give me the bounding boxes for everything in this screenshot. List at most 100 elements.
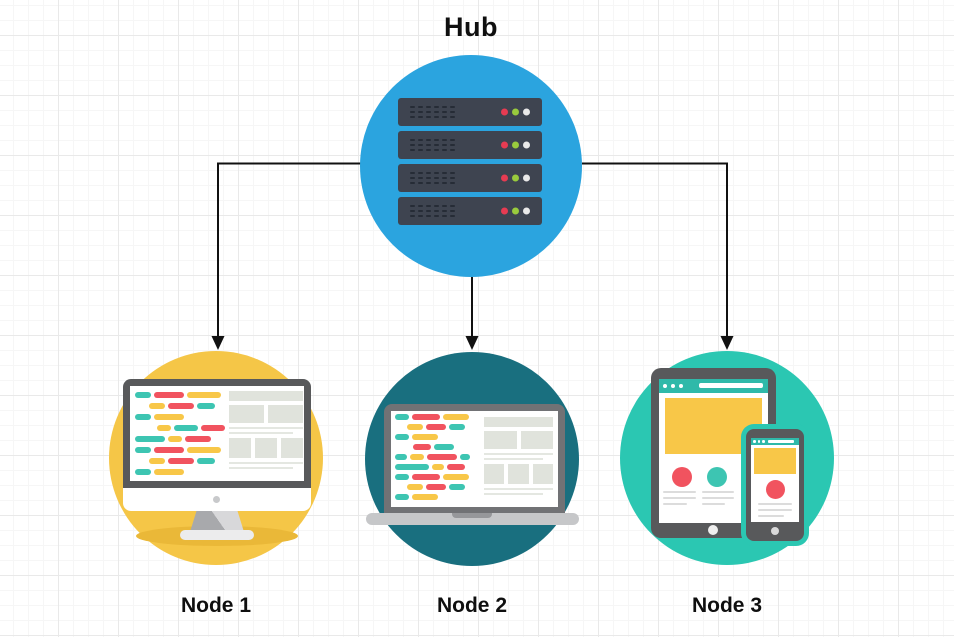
led-dot	[523, 207, 530, 215]
vent-dash	[426, 172, 431, 174]
wireframe-line	[484, 488, 553, 490]
code-segment	[432, 464, 444, 470]
code-line	[135, 425, 227, 431]
vent-dash	[434, 106, 439, 108]
wireframe-line	[484, 458, 544, 460]
wireframe-line	[229, 462, 303, 464]
wireframe-block	[229, 405, 264, 423]
vent-dash	[434, 182, 439, 184]
vent-dash	[434, 139, 439, 141]
led-lights	[501, 108, 530, 116]
vent-dash	[418, 149, 423, 151]
vent-dash	[434, 111, 439, 113]
code-segment	[149, 458, 165, 464]
vent-dash	[434, 215, 439, 217]
vent-dash	[426, 106, 431, 108]
code-line	[395, 474, 475, 480]
code-segment	[149, 403, 165, 409]
vent-dash	[442, 111, 447, 113]
tablet-text-line	[663, 497, 696, 499]
connector-hub-node2[interactable]	[465, 277, 479, 350]
code-segment	[443, 414, 469, 420]
vent-dash	[450, 139, 455, 141]
connector-hub-node1[interactable]	[211, 162, 362, 351]
vent-dash	[442, 182, 447, 184]
phone-text-line	[758, 515, 784, 517]
code-segment	[197, 458, 215, 464]
code-segment	[427, 454, 457, 460]
vent-dash	[426, 139, 431, 141]
code-segment	[135, 447, 151, 453]
tablet-avatar-red	[672, 467, 692, 487]
code-line	[135, 436, 227, 442]
led-lights	[501, 141, 530, 149]
code-segment	[135, 392, 151, 398]
code-line	[135, 392, 227, 398]
vent-dash	[410, 172, 415, 174]
laptop-base-notch	[452, 513, 492, 518]
vent-dash	[434, 177, 439, 179]
vent-dash	[450, 111, 455, 113]
code-line	[135, 469, 227, 475]
wireframe-block	[532, 464, 553, 484]
tablet-text-line	[702, 491, 734, 493]
vent-dash	[410, 215, 415, 217]
led-lights	[501, 207, 530, 215]
vent-dash	[450, 116, 455, 118]
code-line	[395, 464, 475, 470]
vent-dash	[418, 182, 423, 184]
code-line	[135, 414, 227, 420]
vent-dash	[418, 172, 423, 174]
code-line	[395, 484, 475, 490]
vent-dash	[450, 177, 455, 179]
phone-avatar-red	[766, 480, 785, 499]
code-segment	[157, 425, 171, 431]
led-dot	[512, 141, 519, 149]
monitor-base	[180, 530, 254, 540]
vent-dash	[426, 182, 431, 184]
node2-label: Node 2	[436, 594, 507, 617]
code-segment	[135, 469, 151, 475]
vent-dash	[426, 215, 431, 217]
code-segment	[395, 414, 409, 420]
led-dot	[501, 108, 508, 116]
code-segment	[154, 414, 184, 420]
vent-dash	[426, 210, 431, 212]
server-unit	[398, 131, 542, 159]
vent-dashes	[410, 106, 455, 118]
code-line	[395, 434, 475, 440]
code-segment	[135, 436, 165, 442]
wireframe-block	[268, 405, 303, 423]
code-segment	[413, 444, 431, 450]
code-segment	[395, 464, 429, 470]
vent-dash	[418, 111, 423, 113]
vent-dash	[434, 172, 439, 174]
vent-dash	[410, 111, 415, 113]
node1-label: Node 1	[180, 594, 251, 617]
vent-dash	[450, 149, 455, 151]
monitor-chin-dot	[213, 496, 220, 503]
led-dot	[501, 141, 508, 149]
tablet-header-dots	[663, 384, 683, 388]
code-segment	[460, 454, 470, 460]
vent-dash	[450, 172, 455, 174]
vent-dash	[442, 172, 447, 174]
code-segment	[201, 425, 225, 431]
code-line	[395, 424, 475, 430]
monitor-stand	[190, 511, 244, 532]
code-segment	[447, 464, 465, 470]
server-rack-body	[398, 98, 542, 225]
led-dot	[523, 174, 530, 182]
vent-dash	[418, 177, 423, 179]
code-segment	[395, 454, 407, 460]
vent-dashes	[410, 172, 455, 184]
led-dot	[523, 141, 530, 149]
code-segment	[443, 474, 469, 480]
code-segment	[174, 425, 198, 431]
connector-hub-node3[interactable]	[582, 162, 734, 351]
server-unit	[398, 164, 542, 192]
code-line	[135, 458, 227, 464]
vent-dash	[450, 144, 455, 146]
